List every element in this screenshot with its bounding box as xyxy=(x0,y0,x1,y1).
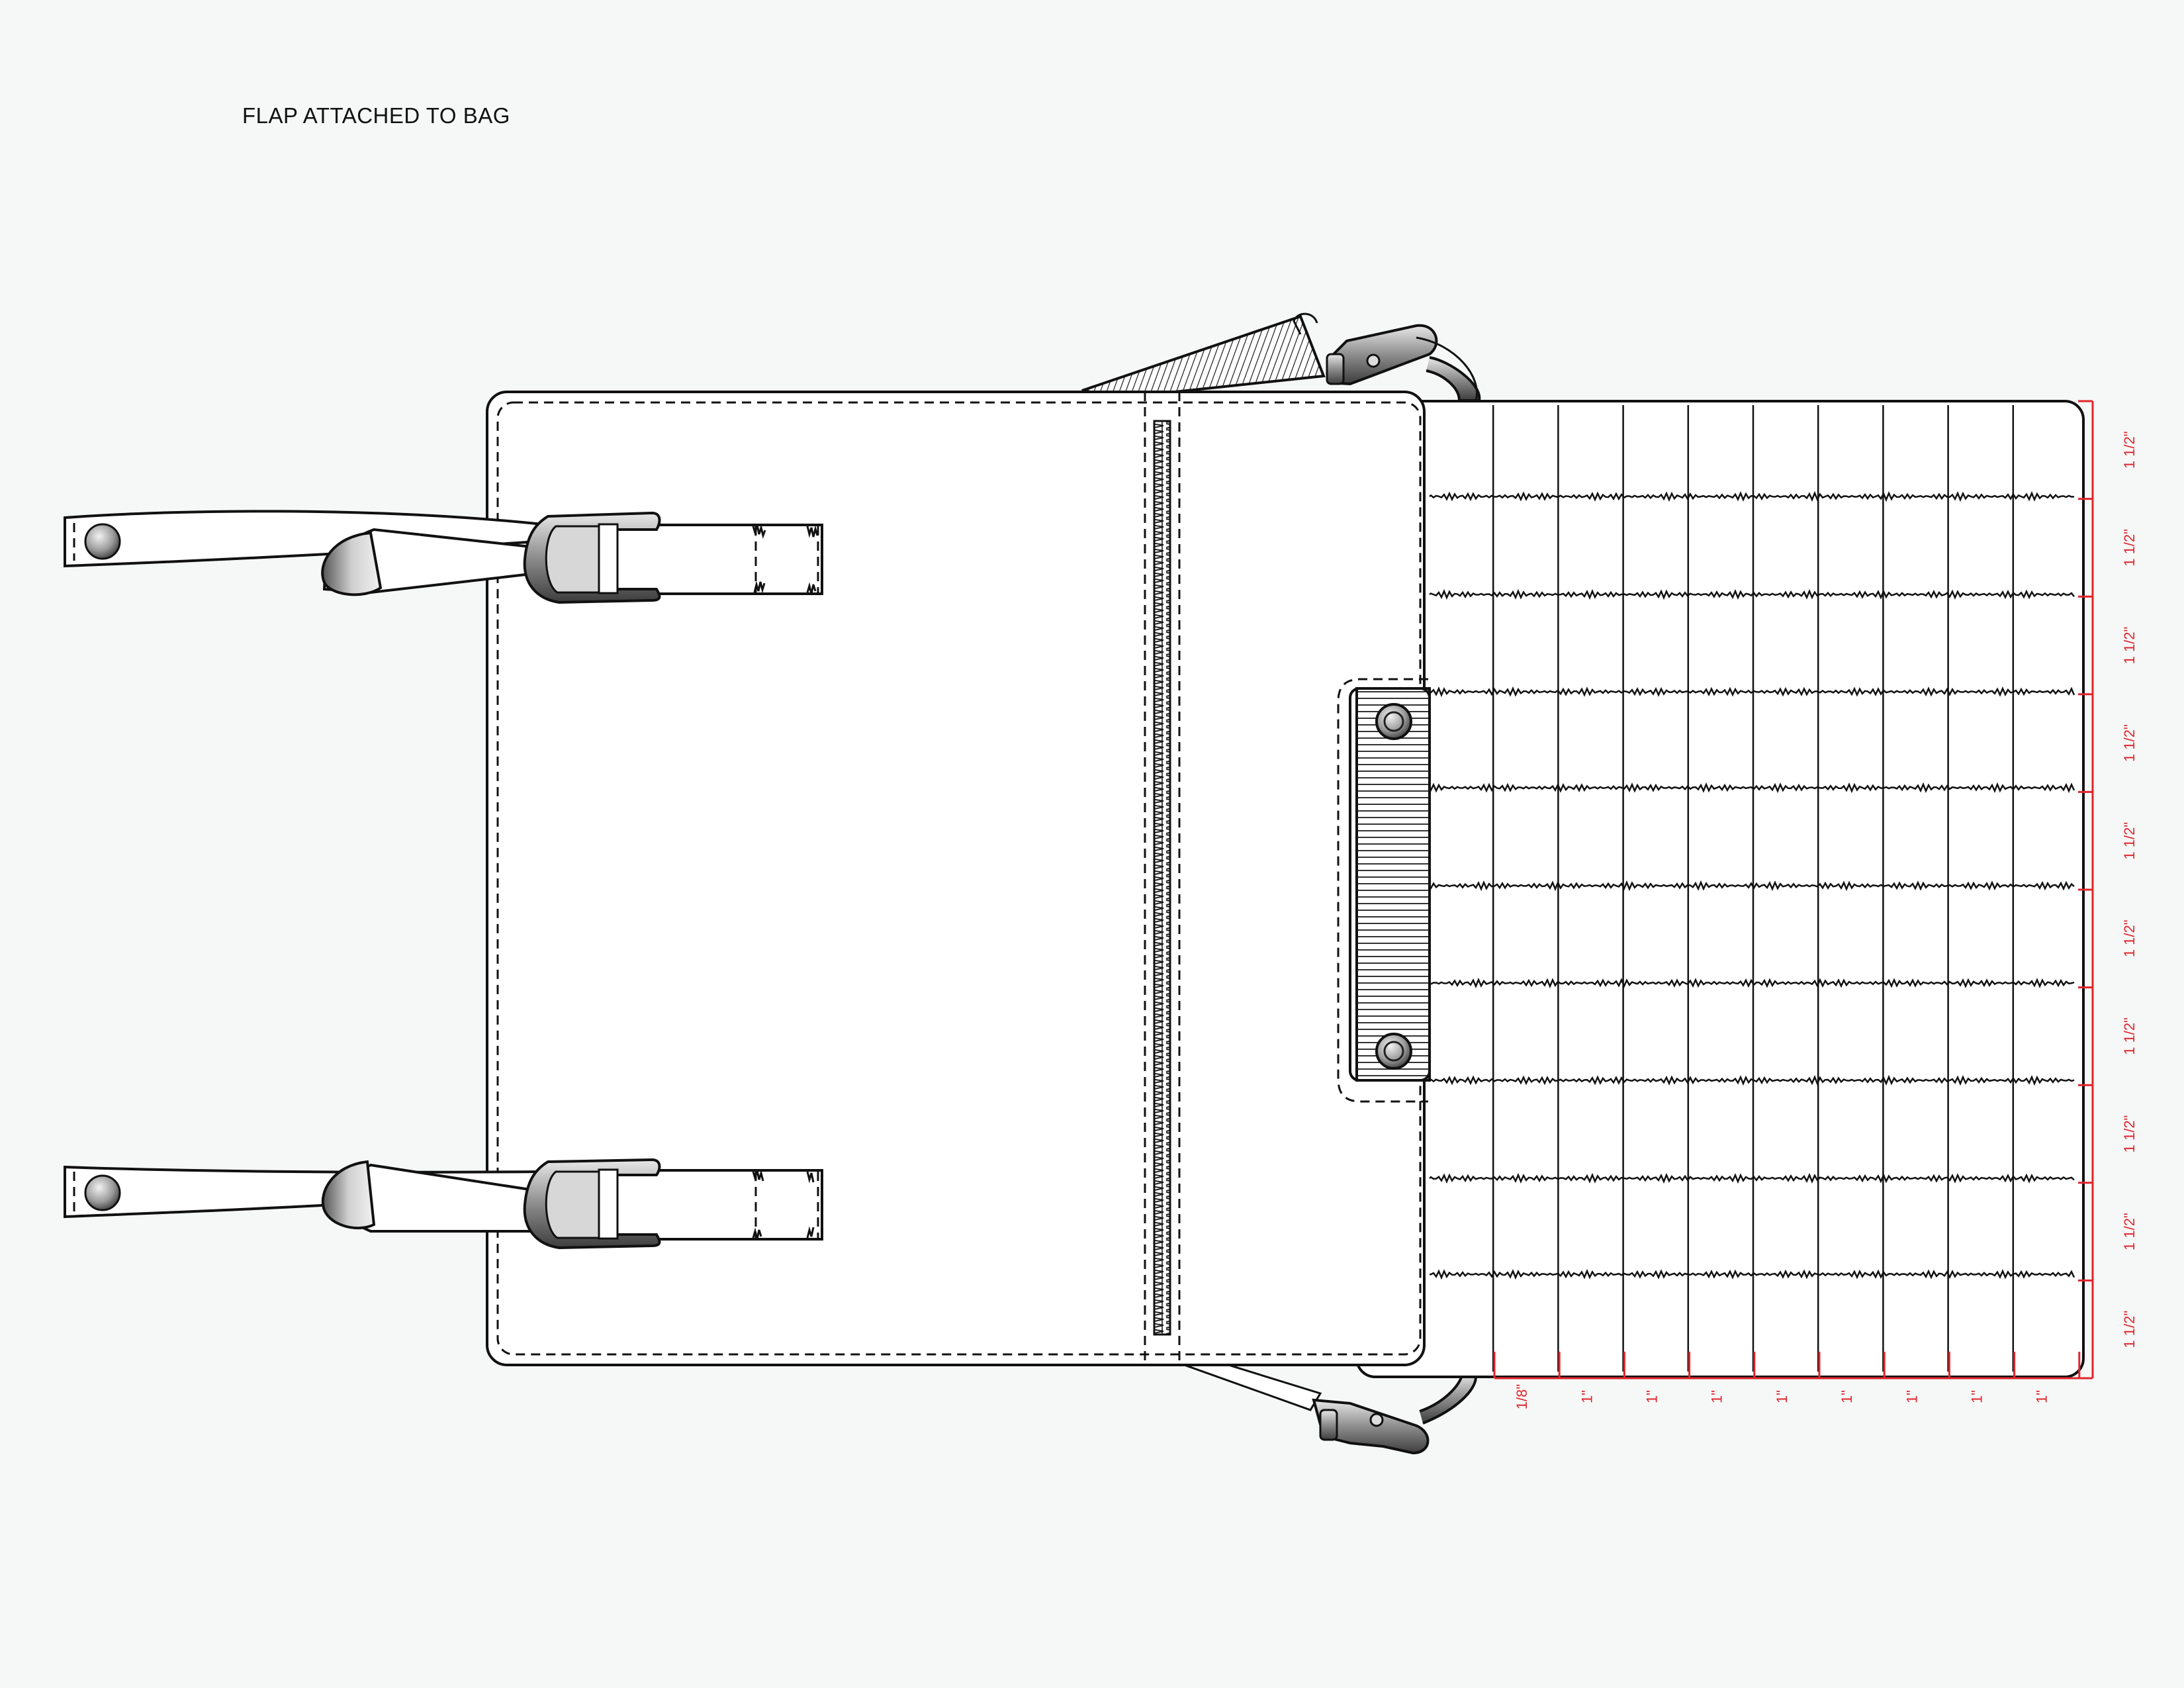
vertical-dimension-label: 1 1/2" xyxy=(2121,724,2138,762)
quilting-stitch-line xyxy=(1429,977,2075,989)
horizontal-dimension-label: 1" xyxy=(1969,1390,1985,1403)
quilting-stitch-line xyxy=(1429,686,2075,698)
quilting-stitch-line xyxy=(1429,1074,2075,1086)
vertical-dimension-label: 1 1/2" xyxy=(2121,1213,2138,1250)
zipper xyxy=(1153,420,1171,1336)
quilting-stitch-line xyxy=(1429,588,2075,600)
vertical-dimension-label: 1 1/2" xyxy=(2121,431,2138,469)
horizontal-dimension-label: 1" xyxy=(1903,1390,1920,1403)
quilting-stitch-line xyxy=(1429,1172,2075,1184)
rivet-icon xyxy=(1375,703,1412,740)
horizontal-dimension-label: 1/8" xyxy=(1514,1384,1530,1409)
rivet-icon xyxy=(1375,1033,1412,1070)
vertical-dimension-label: 1 1/2" xyxy=(2121,529,2138,567)
top-strap xyxy=(1081,314,1326,399)
vertical-dimension-label: 1 1/2" xyxy=(2121,822,2138,860)
quilting-stitch-line xyxy=(1429,1268,2075,1280)
top-clip-hook xyxy=(1293,312,1481,402)
horizontal-dimension-label: 1" xyxy=(1774,1390,1790,1403)
quilting-stitch-line xyxy=(1428,782,2075,794)
vertical-dimension-label: 1 1/2" xyxy=(2121,919,2138,957)
upper-buckle-strap xyxy=(64,510,823,604)
vertical-dimension-label: 1 1/2" xyxy=(2121,1115,2138,1153)
lower-buckle-strap xyxy=(64,1158,823,1250)
bottom-clip-hook xyxy=(1312,1372,1478,1455)
quilting-stitch-line xyxy=(1429,491,2075,502)
flap-panel xyxy=(1355,400,2085,1378)
vertical-dimension-label: 1 1/2" xyxy=(2121,627,2138,665)
horizontal-dimension-label: 1" xyxy=(1578,1390,1595,1403)
drawing-title: FLAP ATTACHED TO BAG xyxy=(242,103,510,128)
horizontal-dimension-label: 1" xyxy=(2034,1390,2050,1403)
vertical-dimension-label: 1 1/2" xyxy=(2121,1017,2138,1055)
vertical-dimension-label: 1 1/2" xyxy=(2121,1311,2138,1348)
horizontal-dimension-label: 1" xyxy=(1709,1390,1725,1403)
horizontal-dimension-label: 1" xyxy=(1839,1390,1855,1403)
horizontal-dimension-label: 1" xyxy=(1644,1390,1661,1403)
side-tab xyxy=(1337,678,1431,1103)
quilting-stitch-line xyxy=(1428,880,2075,892)
measurement-guides: 1 1/2" 1 1/2" 1 1/2" 1 1/2" 1 1/2" 1 1/2" 1 1/… xyxy=(1493,400,2138,1409)
